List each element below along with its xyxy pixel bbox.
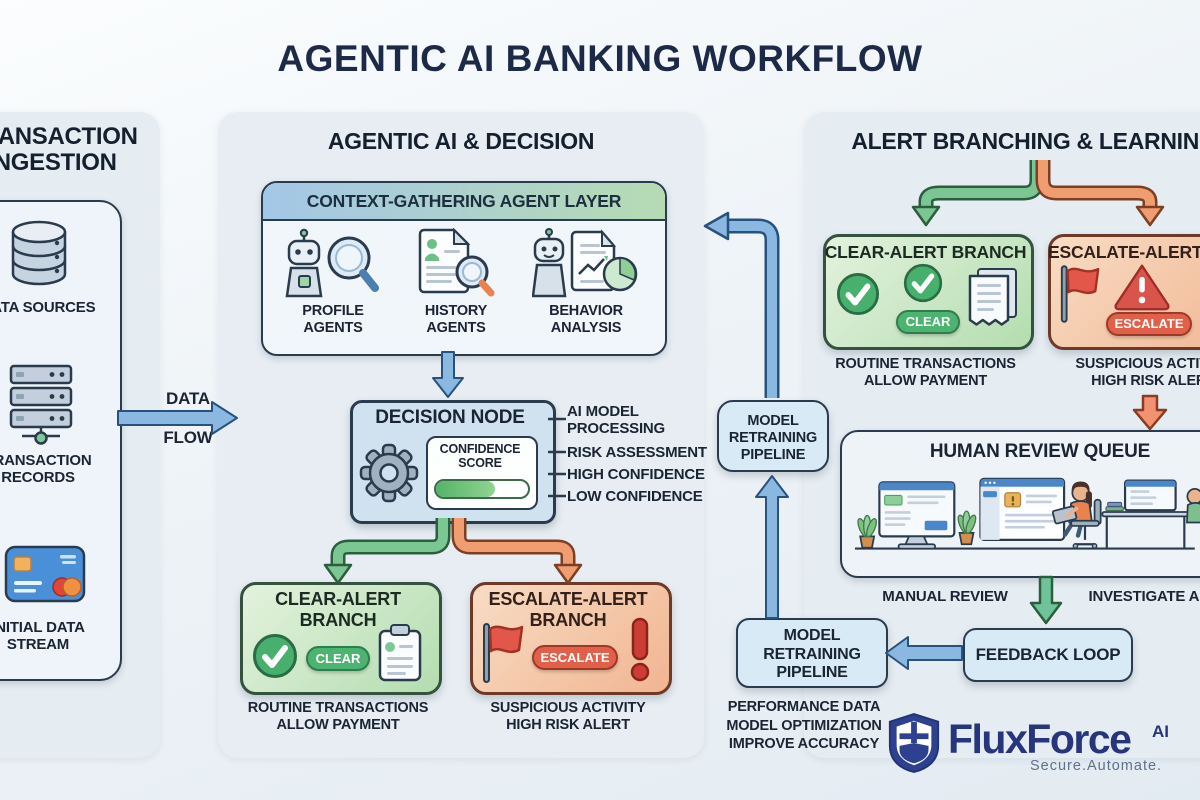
clear-alert-branch-title-mid: CLEAR-ALERT BRANCH [275, 589, 401, 630]
warning-triangle-icon [1110, 262, 1174, 312]
agentic-header: AGENTIC AI & DECISION [327, 128, 595, 154]
escalate-alert-branch-title-mid: ESCALATE-ALERT BRANCH [488, 589, 648, 630]
page-title: AGENTIC AI BANKING WORKFLOW [277, 38, 923, 79]
initial-data-stream-label: INITIAL DATA STREAM [0, 619, 85, 653]
history-agents-icon [416, 228, 496, 298]
clear-badge-mid: CLEAR [306, 646, 370, 671]
profile-agents-icon [283, 228, 381, 298]
check-circle-icon [903, 263, 943, 303]
fluxforce-superscript: AI [1152, 722, 1169, 741]
retraining-up-arrow [755, 475, 789, 619]
learning-header: ALERT BRANCHING & LEARNING [851, 128, 1200, 154]
confidence-progress-bar [434, 479, 530, 499]
context-layer-title: CONTEXT-GATHERING AGENT LAYER [263, 183, 665, 221]
data-sources-label: DATA SOURCES [0, 299, 96, 316]
clear-badge-right: CLEAR [896, 310, 960, 334]
escalate-branch-caption-right: SUSPICIOUS ACTIVITY HIGH RISK ALERT [1075, 356, 1200, 389]
fluxforce-tagline: Secure.Automate. [1030, 758, 1163, 774]
retraining-caption: PERFORMANCE DATA MODEL OPTIMIZATION IMPR… [726, 699, 882, 752]
confidence-score-label: CONFIDENCE SCORE [439, 442, 521, 470]
behavior-analysis-icon [532, 228, 638, 298]
confidence-progress-fill [436, 481, 495, 497]
red-flag-icon [1058, 262, 1102, 326]
escalate-branch-caption-mid: SUSPICIOUS ACTIVITY HIGH RISK ALERT [490, 700, 646, 733]
human-review-illustration [848, 460, 1200, 564]
clipboard-icon [376, 624, 424, 684]
profile-agents-label: PROFILE AGENTS [302, 303, 364, 336]
model-retraining-pipeline-bottom-box: MODEL RETRAINING PIPELINE [736, 618, 888, 688]
data-flow-label-top: DATA [166, 389, 210, 408]
decision-node-title: DECISION NODE [375, 407, 525, 428]
feedback-loop-box: FEEDBACK LOOP [963, 628, 1133, 682]
server-icon [8, 364, 74, 448]
credit-card-icon [4, 545, 86, 605]
side-label-risk-assessment: RISK ASSESSMENT [567, 444, 707, 461]
side-label-low-confidence: LOW CONFIDENCE [567, 488, 703, 505]
escalate-badge-mid: ESCALATE [532, 645, 618, 670]
retraining-to-context-arrowhead [703, 211, 730, 241]
clear-branch-caption-right: ROUTINE TRANSACTIONS ALLOW PAYMENT [835, 356, 1016, 389]
human-review-queue-title: HUMAN REVIEW QUEUE [929, 441, 1151, 462]
fluxforce-brand: FluxForce [948, 716, 1132, 762]
database-icon [8, 220, 70, 290]
transaction-records-label: TRANSACTION RECORDS [0, 452, 92, 486]
side-label-ai-model: AI MODEL PROCESSING [567, 403, 666, 437]
clear-alert-branch-title-right: CLEAR-ALERT BRANCH [824, 242, 1027, 262]
receipt-icon [966, 266, 1020, 332]
gear-icon [358, 442, 420, 504]
behavior-analysis-label: BEHAVIOR ANALYSIS [549, 303, 623, 336]
clear-branch-caption-mid: ROUTINE TRANSACTIONS ALLOW PAYMENT [247, 700, 429, 733]
retraining-to-context-arrow [728, 221, 777, 398]
fluxforce-shield-icon [886, 712, 942, 774]
data-flow-label-bottom: FLOW [163, 428, 213, 447]
history-agents-label: HISTORY AGENTS [424, 303, 488, 336]
check-circle-icon [836, 272, 880, 316]
retraining-to-context-arrow-outline [728, 218, 780, 398]
manual-review-label: MANUAL REVIEW [882, 588, 1008, 605]
red-flag-icon [480, 620, 526, 686]
model-retraining-pipeline-mid-box: MODEL RETRAINING PIPELINE [717, 400, 829, 472]
side-label-high-confidence: HIGH CONFIDENCE [567, 466, 705, 483]
exclamation-icon [626, 616, 654, 682]
check-circle-icon [252, 633, 298, 679]
investigate-alerts-label: INVESTIGATE ALERTS [1088, 588, 1200, 605]
ingestion-header: TRANSACTION INGESTION [0, 123, 138, 176]
escalate-alert-branch-title-right: ESCALATE-ALERT BRANCH [1048, 242, 1200, 262]
escalate-badge-right: ESCALATE [1106, 312, 1192, 336]
